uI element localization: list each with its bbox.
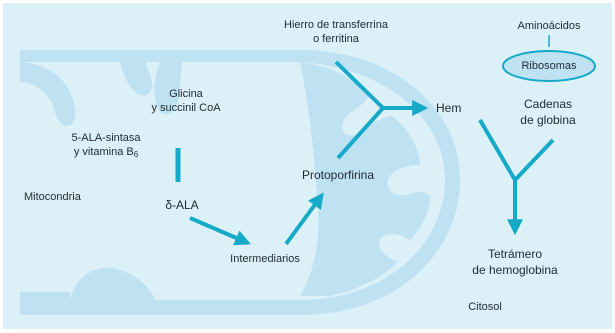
crista-lower bbox=[70, 267, 155, 300]
crista-upper bbox=[120, 62, 152, 96]
heme-label: Hem bbox=[436, 101, 462, 115]
iron-source-label: Hierro de transferrina o ferritina bbox=[284, 19, 388, 45]
tetramer-hemoglobin-label: Tetrámero de hemoglobina bbox=[472, 247, 558, 277]
ala-synthase-label: 5-ALA-sintasa y vitamina B6 bbox=[71, 132, 141, 159]
delta-ala-label: δ-ALA bbox=[165, 198, 199, 212]
arrow-globin-to-tetramer bbox=[513, 138, 555, 182]
mitochondria-label: Mitocondria bbox=[24, 191, 81, 203]
protoporphyrin-label: Protoporfirina bbox=[301, 168, 375, 182]
amino-acids-label: Aminoácidos bbox=[517, 20, 581, 32]
vitamin-subscript: 6 bbox=[133, 150, 139, 159]
globin-chains-label: Cadenas de globina bbox=[520, 97, 576, 127]
crista-right-upper bbox=[300, 62, 430, 296]
intermediates-label: Intermediarios bbox=[230, 253, 300, 265]
ribosomes-label: Ribosomas bbox=[521, 60, 577, 72]
crista-left bbox=[20, 62, 76, 126]
arrow-ala-to-intermediates bbox=[189, 216, 251, 246]
glycine-succinyl-label: Glicina y succinil CoA bbox=[151, 88, 221, 114]
arrow-intermediates-to-protoporphyrin bbox=[284, 192, 324, 246]
ribosome-ellipse bbox=[502, 50, 596, 82]
arrow-iron-to-heme bbox=[334, 60, 385, 110]
cytosol-label: Citosol bbox=[468, 301, 502, 313]
